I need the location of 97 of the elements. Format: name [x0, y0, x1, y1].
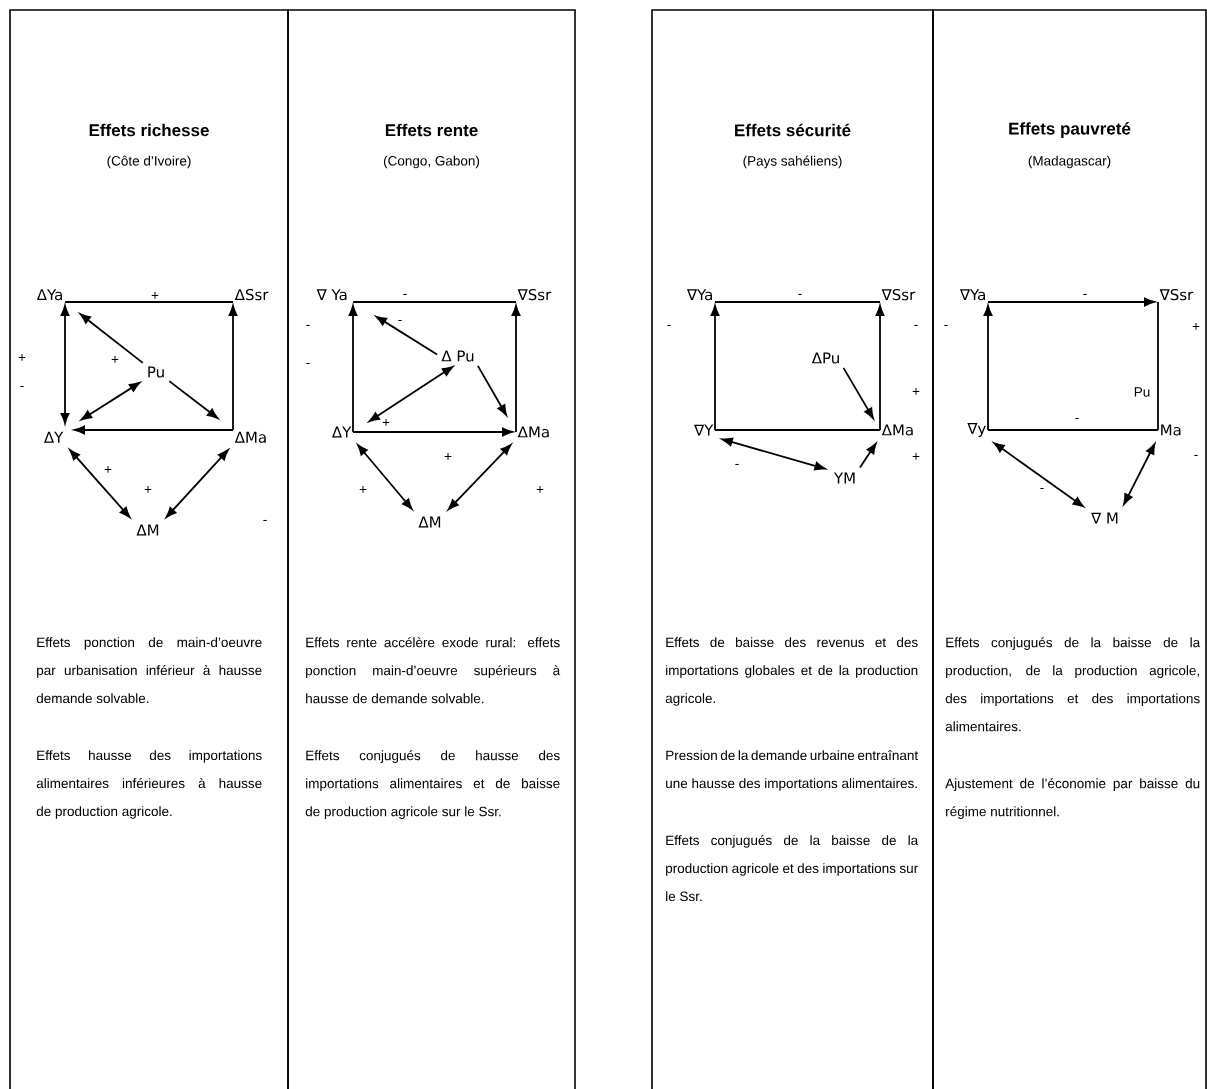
variable-label: Ma [1161, 424, 1181, 436]
arrow [375, 315, 438, 356]
arrow [1123, 443, 1156, 505]
arrow [79, 313, 144, 364]
arrow [60, 305, 70, 424]
column-subtitle: (Pays sahéliens) [743, 155, 842, 169]
arrow [168, 380, 219, 419]
variable-label: ∇Ssr [1159, 288, 1194, 301]
column-subtitle: (Madagascar) [1028, 155, 1111, 169]
arrow [368, 366, 454, 422]
arrow [228, 305, 238, 431]
node-label: Effets conjugués de la baisse de la production agricole et des importations sur le Ssr. [666, 835, 919, 902]
variable-label: ΔYa [36, 289, 62, 301]
description-text: Effets rente accélère exode rural: effets ponction main-d’oeuvre supérieurs à hausse de demande solvable. Effets conjugués de hausse des importations alimentaires et de baisse de production agricole sur le Ssr. [305, 637, 561, 819]
sign-label: + [912, 453, 920, 460]
variable-label: ∇ M [1091, 512, 1118, 524]
node-label: Effets conjugués de hausse des importations alimentaires et de baisse de production agricole sur le Ssr. [305, 750, 560, 819]
variable-label: ΔY [332, 426, 352, 438]
edge-label: - [1081, 292, 1089, 300]
sign-label: + [444, 453, 452, 460]
variable-label: ΔM [136, 524, 159, 536]
node-label: Ajustement de l’économie par baisse du régime nutritionnel. [945, 778, 1200, 819]
arrow [983, 305, 993, 431]
variable-label: ΔPu [811, 352, 839, 364]
column-subtitle: (Côte d’Ivoire) [107, 155, 191, 169]
variable-label: Pu [1134, 387, 1150, 397]
sign-label: + [536, 486, 544, 493]
node-label: Effets hausse des importations alimentaires inférieures à hausse de production agricole. [36, 750, 262, 819]
node-label: Effets de baisse des revenus et des importations globales et de la production agricole. [665, 637, 918, 706]
sign-label: + [359, 486, 367, 493]
edge-label: - [1073, 416, 1081, 424]
edge-label: - [396, 318, 404, 326]
variable-label: ΔMa [234, 431, 266, 443]
variable-label: ΔY [44, 431, 64, 443]
arrow [875, 305, 885, 431]
arrow [842, 366, 874, 419]
arrow [993, 442, 1084, 508]
description-text: Effets conjugués de la baisse de la production, de la production agricole, des importations et des importations alimentaires. Ajustement de l’économie par baisse du régime nutritionnel. [945, 637, 1201, 819]
sign-label: - [1194, 454, 1198, 456]
variable-label: ∇ Ya [316, 289, 347, 301]
arrow [476, 364, 507, 416]
variable-label: ∇Ssr [881, 288, 916, 301]
node-label: Pression de la demande urbaine entraînant une hausse des importations alimentaires. [666, 750, 919, 791]
variable-label: ∇Ya [686, 289, 712, 301]
edge-label: - [733, 462, 741, 470]
sign-label: - [263, 519, 267, 521]
variable-label: ΔMa [517, 426, 549, 438]
variable-label: ∇Ya [959, 289, 985, 301]
node-label: Effets rente accélère exode rural: effets ponction main-d’oeuvre supérieurs à hausse de demande solvable. [306, 637, 561, 704]
variable-label: ΔSsr [234, 288, 269, 301]
edge-label: + [103, 465, 113, 475]
edge-label: - [401, 292, 409, 300]
edge-label: - [1038, 486, 1046, 494]
variable-label: ΔMa [881, 424, 913, 436]
arrow [69, 449, 131, 518]
edge-label: + [381, 418, 391, 428]
arrow [165, 449, 229, 518]
arrow [80, 382, 141, 421]
edge-label: + [150, 291, 160, 301]
node-label: Effets conjugués de la baisse de la production, de la production agricole, des importations et des importations alimentaires. [945, 637, 1201, 732]
arrow [447, 444, 512, 511]
description-text: Effets de baisse des revenus et des importations globales et de la production agricole. Pression de la demande urbaine entraînant une hausse des importations alimentaires. Effets conjugués de la baisse de la production agricole et des importations sur le Ssr. [665, 637, 919, 902]
sign-label: - [306, 362, 310, 364]
edge-label: - [796, 292, 804, 300]
variable-label: ∇Y [694, 424, 714, 436]
column-title: Effets rente [385, 123, 478, 137]
column-subtitle: (Congo, Gabon) [383, 155, 480, 169]
sign-label: + [1192, 323, 1200, 330]
variable-label: YM [833, 472, 855, 484]
variable-label: ΔM [418, 516, 441, 528]
column-title: Effets richesse [89, 123, 209, 137]
variable-label: ∇Ssr [517, 288, 552, 301]
sign-label: - [944, 324, 948, 326]
arrow [348, 305, 358, 433]
sign-label: + [912, 388, 920, 395]
arrow [511, 305, 521, 433]
arrow [357, 444, 413, 510]
arrow [721, 437, 826, 471]
column-title: Effets sécurité [735, 123, 851, 137]
variable-label: Δ Pu [441, 350, 474, 362]
arrow [352, 427, 513, 437]
sign-label: + [144, 486, 152, 493]
variable-label: Pu [148, 366, 164, 378]
arrow [987, 297, 1155, 307]
arrow [74, 425, 234, 435]
sign-label: - [667, 324, 671, 326]
sign-label: - [20, 385, 24, 387]
sign-label: - [914, 324, 918, 326]
description-text: Effets ponction de main-d’oeuvre par urbanisation inférieur à hausse demande solvable. Effets hausse des importations alimentaires inférieures à hausse de production agricole. [36, 637, 262, 819]
arrow [710, 305, 720, 431]
sign-label: + [18, 354, 26, 361]
arrow [859, 442, 877, 469]
variable-label: ∇y [967, 423, 986, 437]
edge-label: + [110, 355, 120, 365]
node-label: Effets ponction de main-d’oeuvre par urbanisation inférieur à hausse demande solvable. [36, 637, 262, 704]
column-title: Effets pauvreté [1009, 122, 1131, 138]
sign-label: - [306, 324, 310, 326]
